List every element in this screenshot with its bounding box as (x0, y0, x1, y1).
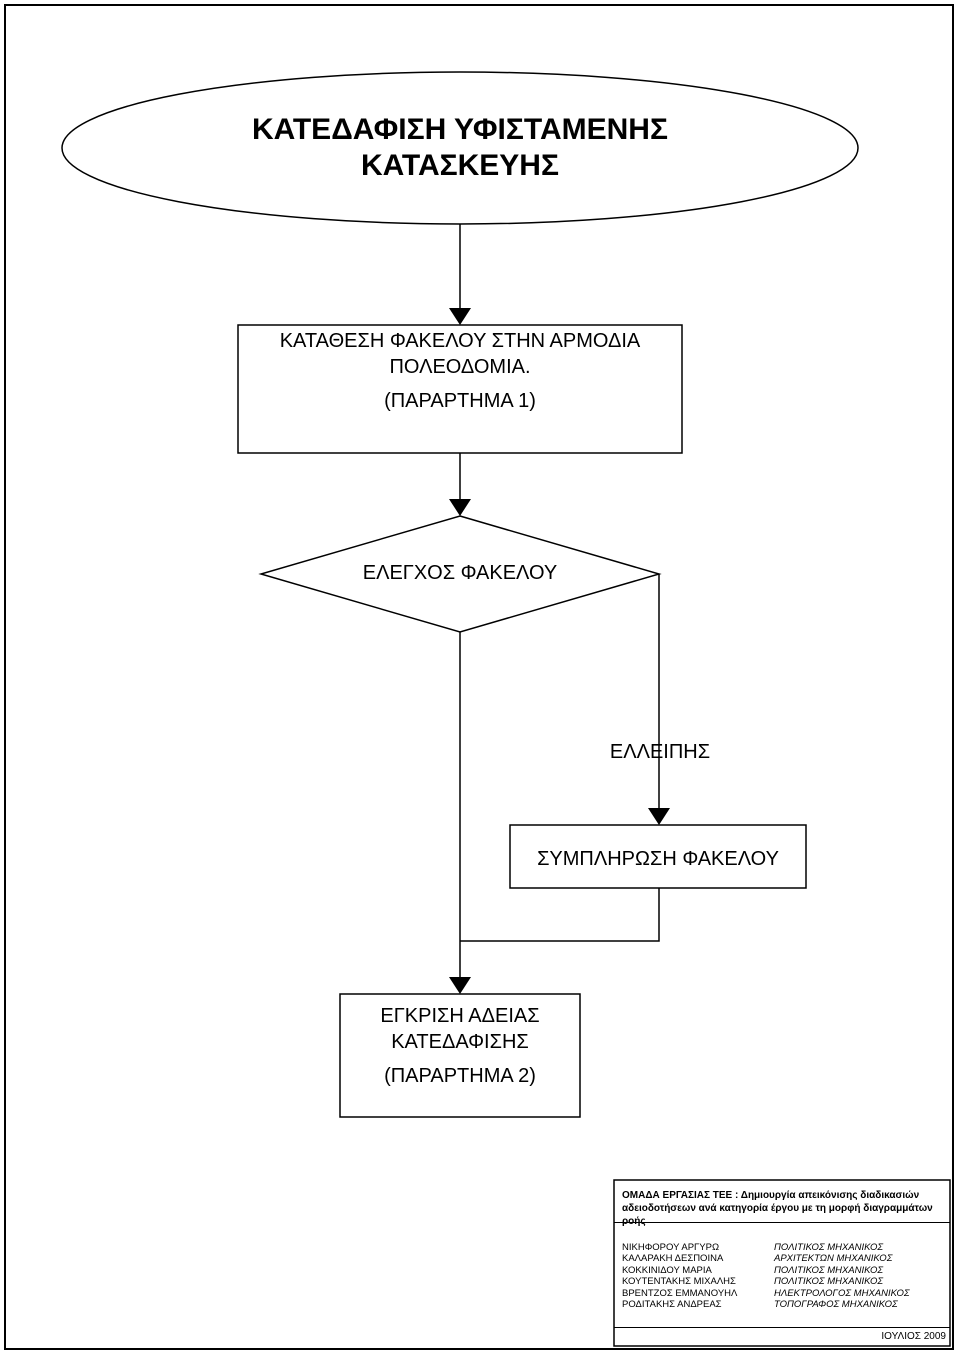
team-row: ΡΟΔΙΤΑΚΗΣ ΑΝΔΡΕΑΣ ΤΟΠΟΓΡΑΦΟΣ ΜΗΧΑΝΙΚΟΣ (622, 1299, 946, 1310)
team-row: ΝΙΚΗΦΟΡΟΥ ΑΡΓΥΡΩ ΠΟΛΙΤΙΚΟΣ ΜΗΧΑΝΙΚΟΣ (622, 1242, 946, 1253)
member-role: ΠΟΛΙΤΙΚΟΣ ΜΗΧΑΝΙΚΟΣ (774, 1276, 884, 1288)
member-role: ΤΟΠΟΓΡΑΦΟΣ ΜΗΧΑΝΙΚΟΣ (774, 1299, 898, 1311)
start-title: ΚΑΤΕΔΑΦΙΣΗ ΥΦΙΣΤΑΜΕΝΗΣ ΚΑΤΑΣΚΕΥΗΣ (60, 112, 860, 184)
arrowhead-complete (648, 808, 670, 825)
submit-line1: ΚΑΤΑΘΕΣΗ ΦΑΚΕΛΟΥ ΣΤΗΝ ΑΡΜΟΔΙΑ (279, 330, 641, 352)
team-row: ΚΟΥΤΕΝΤΑΚΗΣ ΜΙΧΑΛΗΣ ΠΟΛΙΤΙΚΟΣ ΜΗΧΑΝΙΚΟΣ (622, 1276, 946, 1287)
member-name: ΚΑΛΑΡΑΚΗ ΔΕΣΠΟΙΝΑ (622, 1253, 724, 1265)
approve-line2: ΚΑΤΕΔΑΦΙΣΗΣ (391, 1031, 529, 1053)
info-header-bold: ΟΜΑΔΑ ΕΡΓΑΣΙΑΣ ΤΕΕ : (622, 1190, 741, 1201)
member-name: ΚΟΚΚΙΝΙΔΟΥ ΜΑΡΙΑ (622, 1264, 712, 1276)
start-title-line1: ΚΑΤΕΔΑΦΙΣΗ ΥΦΙΣΤΑΜΕΝΗΣ (252, 113, 668, 146)
member-role: ΗΛΕΚΤΡΟΛΟΓΟΣ ΜΗΧΑΝΙΚΟΣ (774, 1287, 910, 1299)
member-name: ΚΟΥΤΕΝΤΑΚΗΣ ΜΙΧΑΛΗΣ (622, 1276, 736, 1288)
complete-text: ΣΥΜΠΛΗΡΩΣΗ ΦΑΚΕΛΟΥ (537, 848, 779, 870)
info-header-rest: Δημιουργία απεικόνισης διαδικασιών αδειο… (622, 1190, 933, 1227)
complete-box (509, 824, 807, 889)
approve-box (339, 993, 581, 1118)
info-box: ΟΜΑΔΑ ΕΡΓΑΣΙΑΣ ΤΕΕ : Δημιουργία απεικόνι… (614, 1180, 950, 1346)
info-divider-top (614, 1222, 950, 1223)
check-text: ΕΛΕΓΧΟΣ ΦΑΚΕΛΟΥ (362, 562, 558, 584)
info-box-border (613, 1179, 951, 1347)
member-name: ΡΟΔΙΤΑΚΗΣ ΑΝΔΡΕΑΣ (622, 1299, 722, 1311)
team-list: ΝΙΚΗΦΟΡΟΥ ΑΡΓΥΡΩ ΠΟΛΙΤΙΚΟΣ ΜΗΧΑΝΙΚΟΣ ΚΑΛΑ… (622, 1242, 946, 1310)
submit-box (237, 324, 683, 454)
arrowhead-approve (449, 977, 471, 994)
approve-step-text: ΕΓΚΡΙΣΗ ΑΔΕΙΑΣ ΚΑΤΕΔΑΦΙΣΗΣ (ΠΑΡΑΡΤΗΜΑ 2) (340, 1003, 580, 1089)
submit-line2: ΠΟΛΕΟΔΟΜΙΑ. (389, 356, 531, 378)
approve-line1: ΕΓΚΡΙΣΗ ΑΔΕΙΑΣ (380, 1005, 540, 1027)
member-role: ΑΡΧΙΤΕΚΤΩΝ ΜΗΧΑΝΙΚΟΣ (774, 1253, 893, 1265)
page-frame (4, 4, 954, 1350)
submit-step-text: ΚΑΤΑΘΕΣΗ ΦΑΚΕΛΟΥ ΣΤΗΝ ΑΡΜΟΔΙΑ ΠΟΛΕΟΔΟΜΙΑ… (238, 328, 682, 414)
submit-line3: (ΠΑΡΑΡΤΗΜΑ 1) (384, 390, 536, 412)
member-role: ΠΟΛΙΤΙΚΟΣ ΜΗΧΑΝΙΚΟΣ (774, 1242, 884, 1253)
team-row: ΚΑΛΑΡΑΚΗ ΔΕΣΠΟΙΝΑ ΑΡΧΙΤΕΚΤΩΝ ΜΗΧΑΝΙΚΟΣ (622, 1253, 946, 1264)
info-date: ΙΟΥΛΙΟΣ 2009 (881, 1331, 946, 1342)
arrowhead-check (449, 499, 471, 516)
approve-line3: (ΠΑΡΑΡΤΗΜΑ 2) (384, 1065, 536, 1087)
member-role: ΠΟΛΙΤΙΚΟΣ ΜΗΧΑΝΙΚΟΣ (774, 1264, 884, 1276)
member-name: ΒΡΕΝΤΖΟΣ ΕΜΜΑΝΟΥΗΛ (622, 1287, 738, 1299)
arrowhead-submit (449, 308, 471, 325)
info-header: ΟΜΑΔΑ ΕΡΓΑΣΙΑΣ ΤΕΕ : Δημιουργία απεικόνι… (622, 1189, 946, 1228)
deficient-label: ΕΛΛΕΙΠΗΣ (609, 741, 711, 763)
info-divider-bottom (614, 1327, 950, 1328)
connector-return (460, 888, 660, 942)
team-row: ΚΟΚΚΙΝΙΔΟΥ ΜΑΡΙΑ ΠΟΛΙΤΙΚΟΣ ΜΗΧΑΝΙΚΟΣ (622, 1265, 946, 1276)
member-name: ΝΙΚΗΦΟΡΟΥ ΑΡΓΥΡΩ (622, 1242, 720, 1253)
start-title-line2: ΚΑΤΑΣΚΕΥΗΣ (361, 149, 559, 182)
team-row: ΒΡΕΝΤΖΟΣ ΕΜΜΑΝΟΥΗΛ ΗΛΕΚΤΡΟΛΟΓΟΣ ΜΗΧΑΝΙΚΟΣ (622, 1288, 946, 1299)
